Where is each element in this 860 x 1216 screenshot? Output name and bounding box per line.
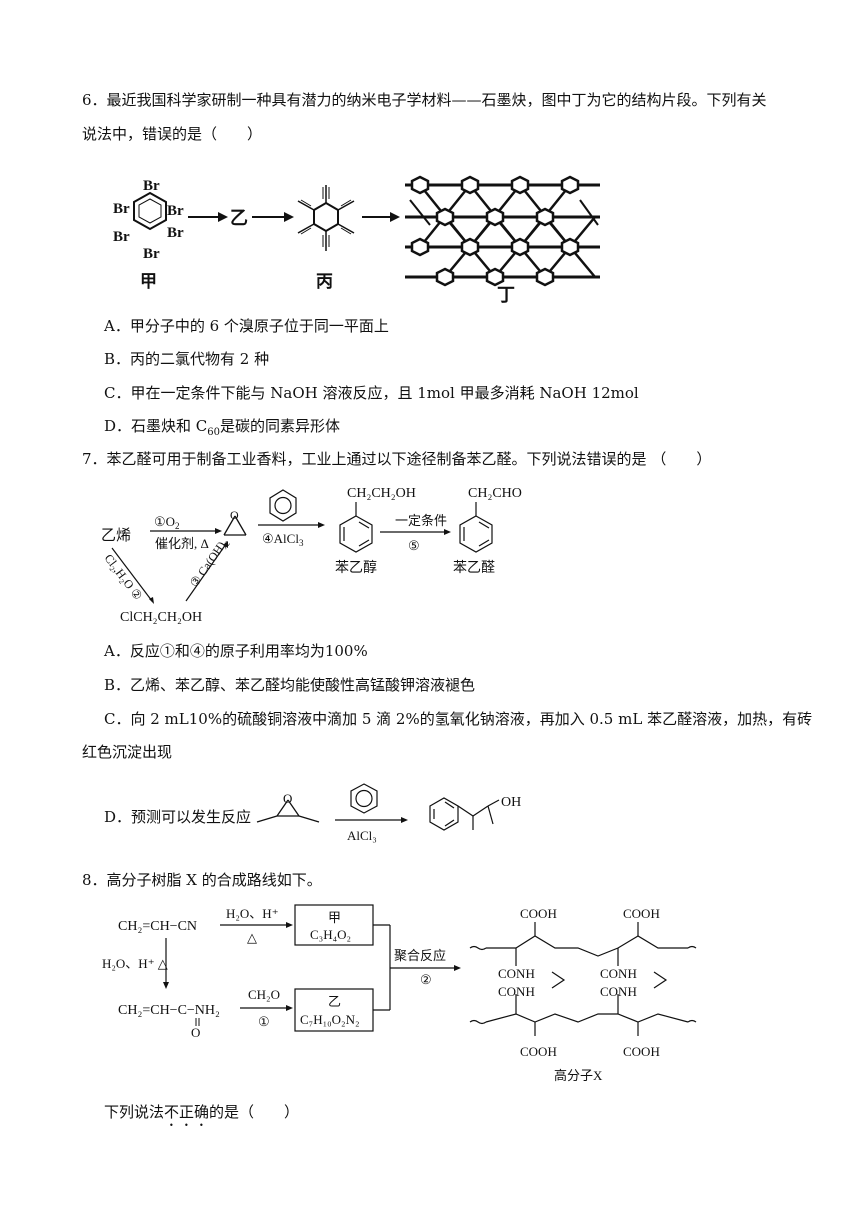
box1-name: 甲 <box>328 910 341 925</box>
aldehyde-group: CH₂CHO <box>468 486 522 501</box>
benzene-icon <box>269 489 297 522</box>
polymer-backbone <box>469 922 697 1036</box>
arrowhead <box>286 922 293 928</box>
q6-option-d-sub: 60 <box>207 427 221 438</box>
q8-question: 下列说法不正确的是（ ） <box>104 1101 299 1130</box>
label-ding: 丁 <box>497 285 515 305</box>
dimethyl-epoxide <box>256 799 320 823</box>
hydrolysis-label: H₂O、H⁺ <box>226 906 279 921</box>
step2-label: Cl₂,H₂O ② <box>102 551 146 602</box>
hexaethynylbenzene-structure <box>297 185 355 251</box>
q7-stem: 7．苯乙醛可用于制备工业香料，工业上通过以下途径制备苯乙醛。下列说法错误的是 （… <box>82 450 712 468</box>
product-structure <box>429 797 500 831</box>
q8-question-pre: 下列说法 <box>104 1103 165 1121</box>
q6-option-d-post: 是碳的同素异形体 <box>220 417 341 435</box>
reaction-arrow <box>185 543 227 602</box>
label-yi: 乙 <box>230 208 248 228</box>
carbonyl-o: O <box>191 1025 200 1040</box>
br-label: Br <box>113 201 130 217</box>
benzene-ring <box>459 515 493 553</box>
acrylamide: CH₂=CH−C−NH₂ <box>118 1003 220 1018</box>
phenylacetaldehyde-scheme: 乙烯 ①O2 催化剂, Δ O ④AlCl3 Cl₂,H₂O ② ③ Ca(OH… <box>101 486 522 625</box>
benzene-ring <box>339 515 373 553</box>
arrowhead <box>444 529 451 535</box>
cooh-group: COOH <box>623 906 660 921</box>
arrowhead <box>284 212 294 222</box>
q7-option-c-line2: 红色沉淀出现 <box>82 743 173 761</box>
acrylonitrile: CH₂=CH−CN <box>118 919 197 934</box>
conh-group: CONH <box>498 984 535 999</box>
graphdiyne-lattice <box>405 175 600 287</box>
q7-option-a[interactable]: A．反应①和④的原子利用率均为100% <box>104 642 368 660</box>
arrowhead <box>401 817 408 823</box>
br-label: Br <box>167 225 184 241</box>
epoxide-structure <box>223 515 247 536</box>
conh-group: CONH <box>600 966 637 981</box>
delta-label: △ <box>247 930 257 945</box>
q6-option-b[interactable]: B．丙的二氯代物有 2 种 <box>104 350 270 368</box>
benzene-icon <box>350 783 378 814</box>
step5-label: ⑤ <box>408 538 420 553</box>
box2-name: 乙 <box>328 994 341 1009</box>
arrowhead <box>163 982 169 989</box>
arrowhead <box>318 522 325 528</box>
q8-stem: 8．高分子树脂 X 的合成路线如下。 <box>82 871 322 889</box>
br-label: Br <box>143 178 160 194</box>
ethylene-label: 乙烯 <box>101 527 131 544</box>
cooh-group: COOH <box>520 906 557 921</box>
arrowhead <box>390 212 400 222</box>
phenylethanol-name: 苯乙醇 <box>335 559 377 576</box>
q6-stem-line2: 说法中，错误的是（ ） <box>82 125 263 143</box>
polymer-name: 高分子X <box>554 1068 603 1083</box>
br-label: Br <box>143 246 160 262</box>
q8-question-post: 的是（ ） <box>209 1103 300 1121</box>
alcl3-reagent: AlCl₃ <box>347 828 377 843</box>
phenylacetaldehyde-name: 苯乙醛 <box>453 559 495 576</box>
arrowhead <box>215 528 222 534</box>
reaction-arrow <box>111 547 153 602</box>
q7-option-d-reaction: O AlCl₃ OH <box>256 783 521 843</box>
q6-option-c[interactable]: C．甲在一定条件下能与 NaOH 溶液反应，且 1mol 甲最多消耗 NaOH … <box>104 384 639 402</box>
q6-option-d[interactable]: D．石墨炔和 C60是碳的同素异形体 <box>104 415 340 444</box>
step2-label: ② <box>420 972 432 987</box>
conh-group: CONH <box>498 966 535 981</box>
br-label: Br <box>113 229 130 245</box>
cooh-group: COOH <box>520 1044 557 1059</box>
phenylethanol-group: CH₂CH₂OH <box>347 486 416 501</box>
step1-label: ① <box>258 1014 270 1029</box>
polymer-x-scheme: CH₂=CH−CN H₂O、H⁺ △ 甲 C₃H₄O₂ H₂O、H⁺ △ CH₂… <box>102 904 697 1083</box>
q6-option-a[interactable]: A．甲分子中的 6 个溴原子位于同一平面上 <box>104 317 389 335</box>
arrowhead <box>286 1005 293 1011</box>
label-bing: 丙 <box>316 272 333 291</box>
chlorohydrin-label: ClCH₂CH₂OH <box>120 610 202 625</box>
condition-label: 一定条件 <box>395 513 447 528</box>
hydrolysis2-label: H₂O、H⁺ △ <box>102 956 168 971</box>
q7-option-c-line1[interactable]: C．向 2 mL10%的硫酸铜溶液中滴加 5 滴 2%的氢氧化钠溶液，再加入 0… <box>104 710 813 728</box>
step1-label: ①O2 <box>154 514 180 531</box>
step4-label: ④AlCl3 <box>262 531 304 548</box>
q8-question-emph: 不正确 <box>164 1103 210 1121</box>
epoxide-o: O <box>283 791 292 806</box>
label-jia: 甲 <box>140 272 157 291</box>
arrowhead <box>223 541 228 548</box>
graphdiyne-diagram: Br Br Br Br Br Br 甲 乙 丙 <box>113 175 600 305</box>
oh-label: OH <box>501 795 521 810</box>
polymerization-label: 聚合反应 <box>394 948 446 963</box>
box1-formula: C₃H₄O₂ <box>310 927 351 942</box>
arrowhead <box>454 965 461 971</box>
conh-group: CONH <box>600 984 637 999</box>
hexabromobenzene-structure: Br Br Br Br Br Br 甲 <box>113 178 184 291</box>
cooh-group: COOH <box>623 1044 660 1059</box>
catalyst-label: 催化剂, Δ <box>155 536 209 551</box>
box2-formula: C₇H₁₀O₂N₂ <box>300 1012 360 1027</box>
epoxide-o: O <box>230 508 239 522</box>
ch2o-label: CH₂O <box>248 987 280 1002</box>
q6-stem-line1: 6．最近我国科学家研制一种具有潜力的纳米电子学材料——石墨炔，图中丁为它的结构片… <box>82 91 767 109</box>
arrowhead <box>149 597 154 604</box>
q6-option-d-pre: D．石墨炔和 C <box>104 417 208 435</box>
q7-option-b[interactable]: B．乙烯、苯乙醇、苯乙醛均能使酸性高锰酸钾溶液褪色 <box>104 676 476 694</box>
br-label: Br <box>167 203 184 219</box>
q7-option-d[interactable]: D．预测可以发生反应 <box>104 808 252 826</box>
arrowhead <box>218 212 228 222</box>
